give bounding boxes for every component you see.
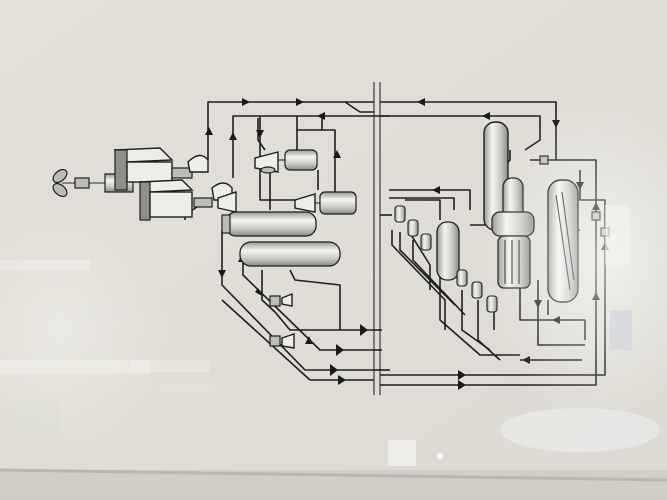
feed-block-upper (113, 147, 174, 191)
compressor-1 (254, 149, 318, 174)
pump-cluster-left (394, 205, 432, 251)
valve-1 (269, 292, 293, 307)
valve-2 (269, 333, 295, 349)
pump-upper-1 (187, 154, 209, 173)
crossover-lines (365, 115, 390, 371)
horizontal-drum-1 (221, 211, 317, 237)
frame-edge (0, 468, 667, 482)
feed-block-lower (138, 167, 194, 221)
vessel-small (436, 221, 460, 281)
compressor-2 (294, 191, 357, 215)
column-right (547, 179, 579, 303)
section-separator (373, 82, 381, 395)
horizontal-drum-2 (239, 241, 341, 267)
